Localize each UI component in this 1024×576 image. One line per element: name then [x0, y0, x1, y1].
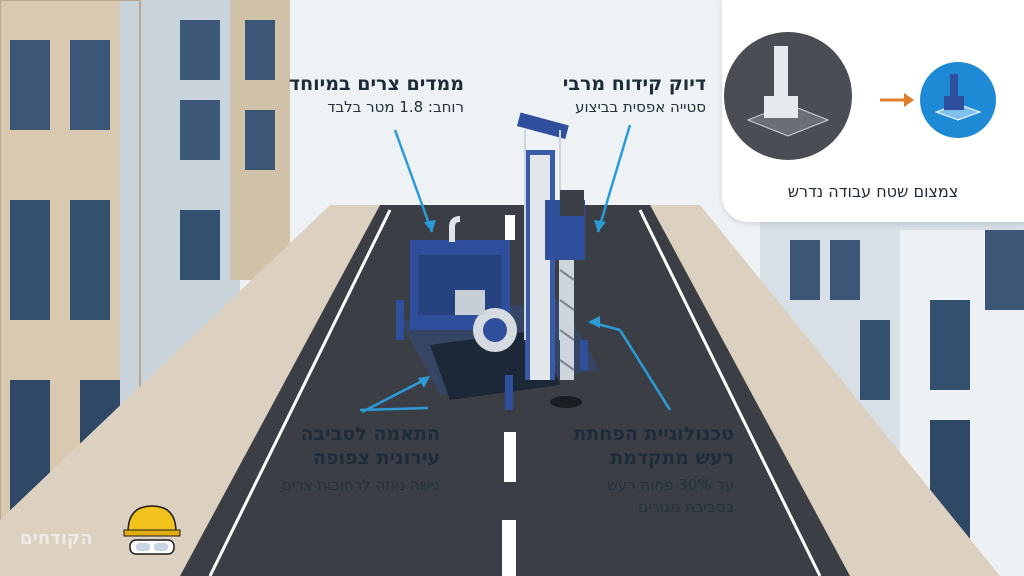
- callout-urban-fit-subtitle: גישה נוחה לרחובות צרים: [281, 476, 440, 494]
- callout-noise: טכנולוגיית הפחתת רעש מתקדמת עד 30% פחות …: [573, 422, 734, 518]
- callout-narrow-dimensions-title: ממדים צרים במיוחד: [288, 73, 464, 95]
- left-buildings: [0, 0, 290, 576]
- callout-precision-title: דיוק קידוח מרבי: [562, 73, 706, 95]
- callout-noise-title-2: רעש מתקדמת: [610, 447, 734, 469]
- safety-goggles-icon: [129, 539, 175, 555]
- hard-hat-icon: [123, 505, 181, 537]
- footprint-comparison: [724, 32, 996, 160]
- arrow-right-icon: [880, 93, 914, 107]
- callout-urban-fit: התאמה לסביבה עירונית צפופה גישה נוחה לרח…: [282, 422, 440, 496]
- callout-narrow-dimensions: ממדים צרים במיוחד רוחב: 1.8 מטר בלבד: [289, 72, 464, 118]
- callout-noise-title-1: טכנולוגיית הפחתת: [573, 423, 734, 445]
- callout-precision-subtitle: סטייה אפסית בביצוע: [575, 98, 706, 116]
- callout-precision: דיוק קידוח מרבי סטייה אפסית בביצוע: [563, 72, 706, 118]
- callout-urban-fit-title-1: התאמה לסביבה: [300, 423, 440, 445]
- callout-noise-subtitle-2: בסביבת מגורים: [638, 498, 734, 516]
- watermark-logo: הקודחים: [20, 528, 93, 549]
- footprint-inset: צמצום שטח עבודה נדרש: [722, 0, 1024, 222]
- callout-arrows: [359, 124, 672, 414]
- callout-urban-fit-title-2: עירונית צפופה: [313, 447, 440, 469]
- callout-noise-subtitle-1: עד 30% פחות רעש: [607, 476, 734, 494]
- footprint-caption: צמצום שטח עבודה נדרש: [787, 182, 959, 201]
- callout-narrow-dimensions-subtitle: רוחב: 1.8 מטר בלבד: [327, 98, 464, 116]
- drilling-rig: [396, 112, 600, 410]
